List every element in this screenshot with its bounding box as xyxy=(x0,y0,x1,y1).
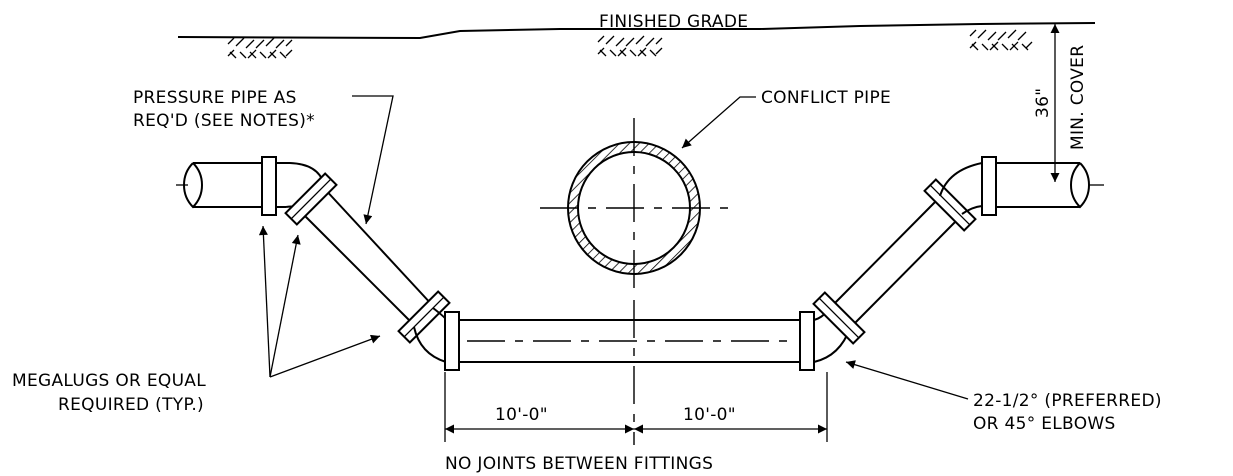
bottom-dimension xyxy=(444,372,828,442)
pressure-pipe-label-2: REQ'D (SEE NOTES)* xyxy=(133,111,315,131)
finished-grade-line xyxy=(177,22,1096,40)
soil-hatch-left xyxy=(227,37,293,59)
conflict-pipe-leader xyxy=(681,96,756,149)
finished-grade-label: FINISHED GRADE xyxy=(599,12,748,32)
soil-hatch-right xyxy=(969,29,1033,51)
bottom-horizontal-pipe xyxy=(444,311,815,371)
dim-right-label: 10'-0" xyxy=(683,405,736,425)
soil-hatch-center xyxy=(597,35,663,57)
right-horizontal-pipe xyxy=(939,156,1104,216)
conflict-pipe-label: CONFLICT PIPE xyxy=(761,88,891,108)
dim-left-label: 10'-0" xyxy=(495,405,548,425)
megalugs-leaders xyxy=(258,225,381,378)
no-joints-label: NO JOINTS BETWEEN FITTINGS xyxy=(445,454,713,474)
megalugs-label-2: REQUIRED (TYP.) xyxy=(58,395,204,415)
pressure-pipe-leader xyxy=(352,95,394,225)
megalugs-label-1: MEGALUGS OR EQUAL xyxy=(12,371,206,391)
conflict-pipe xyxy=(540,118,728,298)
left-diagonal-pipe xyxy=(284,172,451,363)
right-diagonal-pipe xyxy=(812,178,977,363)
elbows-leader xyxy=(845,360,969,400)
pressure-pipe-label-1: PRESSURE PIPE AS xyxy=(133,88,297,108)
min-cover-label: MIN. COVER xyxy=(1068,45,1088,150)
cover-depth-label: 36" xyxy=(1033,88,1053,118)
elbows-label-2: OR 45° ELBOWS xyxy=(973,414,1116,434)
elbows-label-1: 22-1/2° (PREFERRED) xyxy=(973,391,1162,411)
